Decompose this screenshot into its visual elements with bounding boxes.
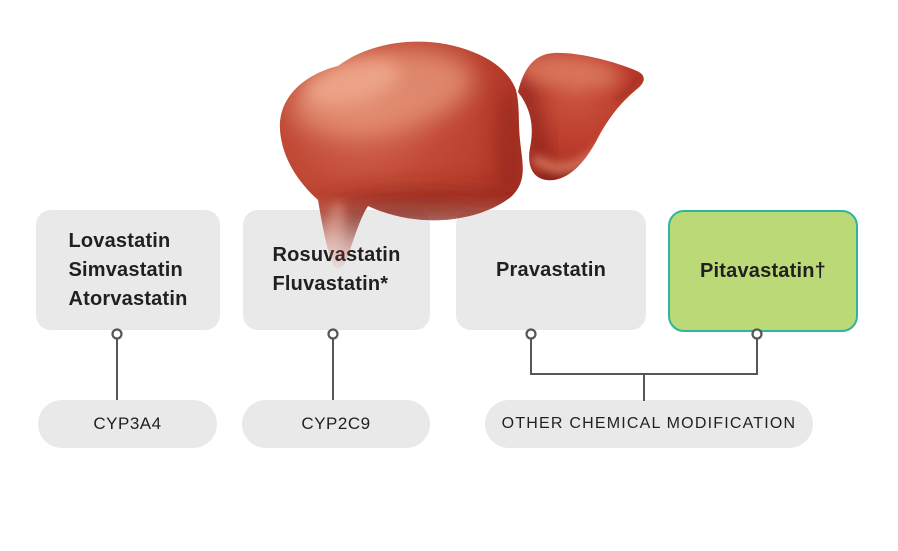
pathway-pill-cyp3a4: CYP3A4 — [38, 400, 217, 448]
merge-bracket — [530, 339, 758, 375]
pathway-label: CYP3A4 — [93, 414, 162, 433]
connector-dot — [111, 328, 123, 340]
pathway-label: OTHER CHEMICAL MODIFICATION — [501, 415, 797, 432]
pathway-pill-cyp2c9: CYP2C9 — [242, 400, 430, 448]
drug-name: Lovastatin — [68, 229, 171, 252]
drug-name: Pravastatin — [495, 258, 607, 281]
drug-name: Atorvastatin — [68, 287, 188, 310]
drug-name: Pitavastatin† — [700, 259, 826, 282]
liver-right-lobe — [518, 52, 644, 181]
drug-box-lovastatin-group: Lovastatin Simvastatin Atorvastatin — [36, 210, 220, 330]
drug-name: Simvastatin — [68, 258, 183, 281]
drug-name: Fluvastatin* — [272, 273, 389, 295]
drug-box-pravastatin: Pravastatin — [456, 210, 646, 330]
connector-dot — [525, 328, 537, 340]
drug-box-pitavastatin-highlighted: Pitavastatin† — [668, 210, 858, 332]
pathway-label: CYP2C9 — [301, 414, 371, 433]
connector-dot — [327, 328, 339, 340]
drug-box-rosuvastatin-group: Rosuvastatin Fluvastatin* — [243, 210, 430, 330]
drug-name: Rosuvastatin — [272, 244, 401, 266]
pathway-pill-other-chemical-modification: OTHER CHEMICAL MODIFICATION — [485, 400, 813, 448]
